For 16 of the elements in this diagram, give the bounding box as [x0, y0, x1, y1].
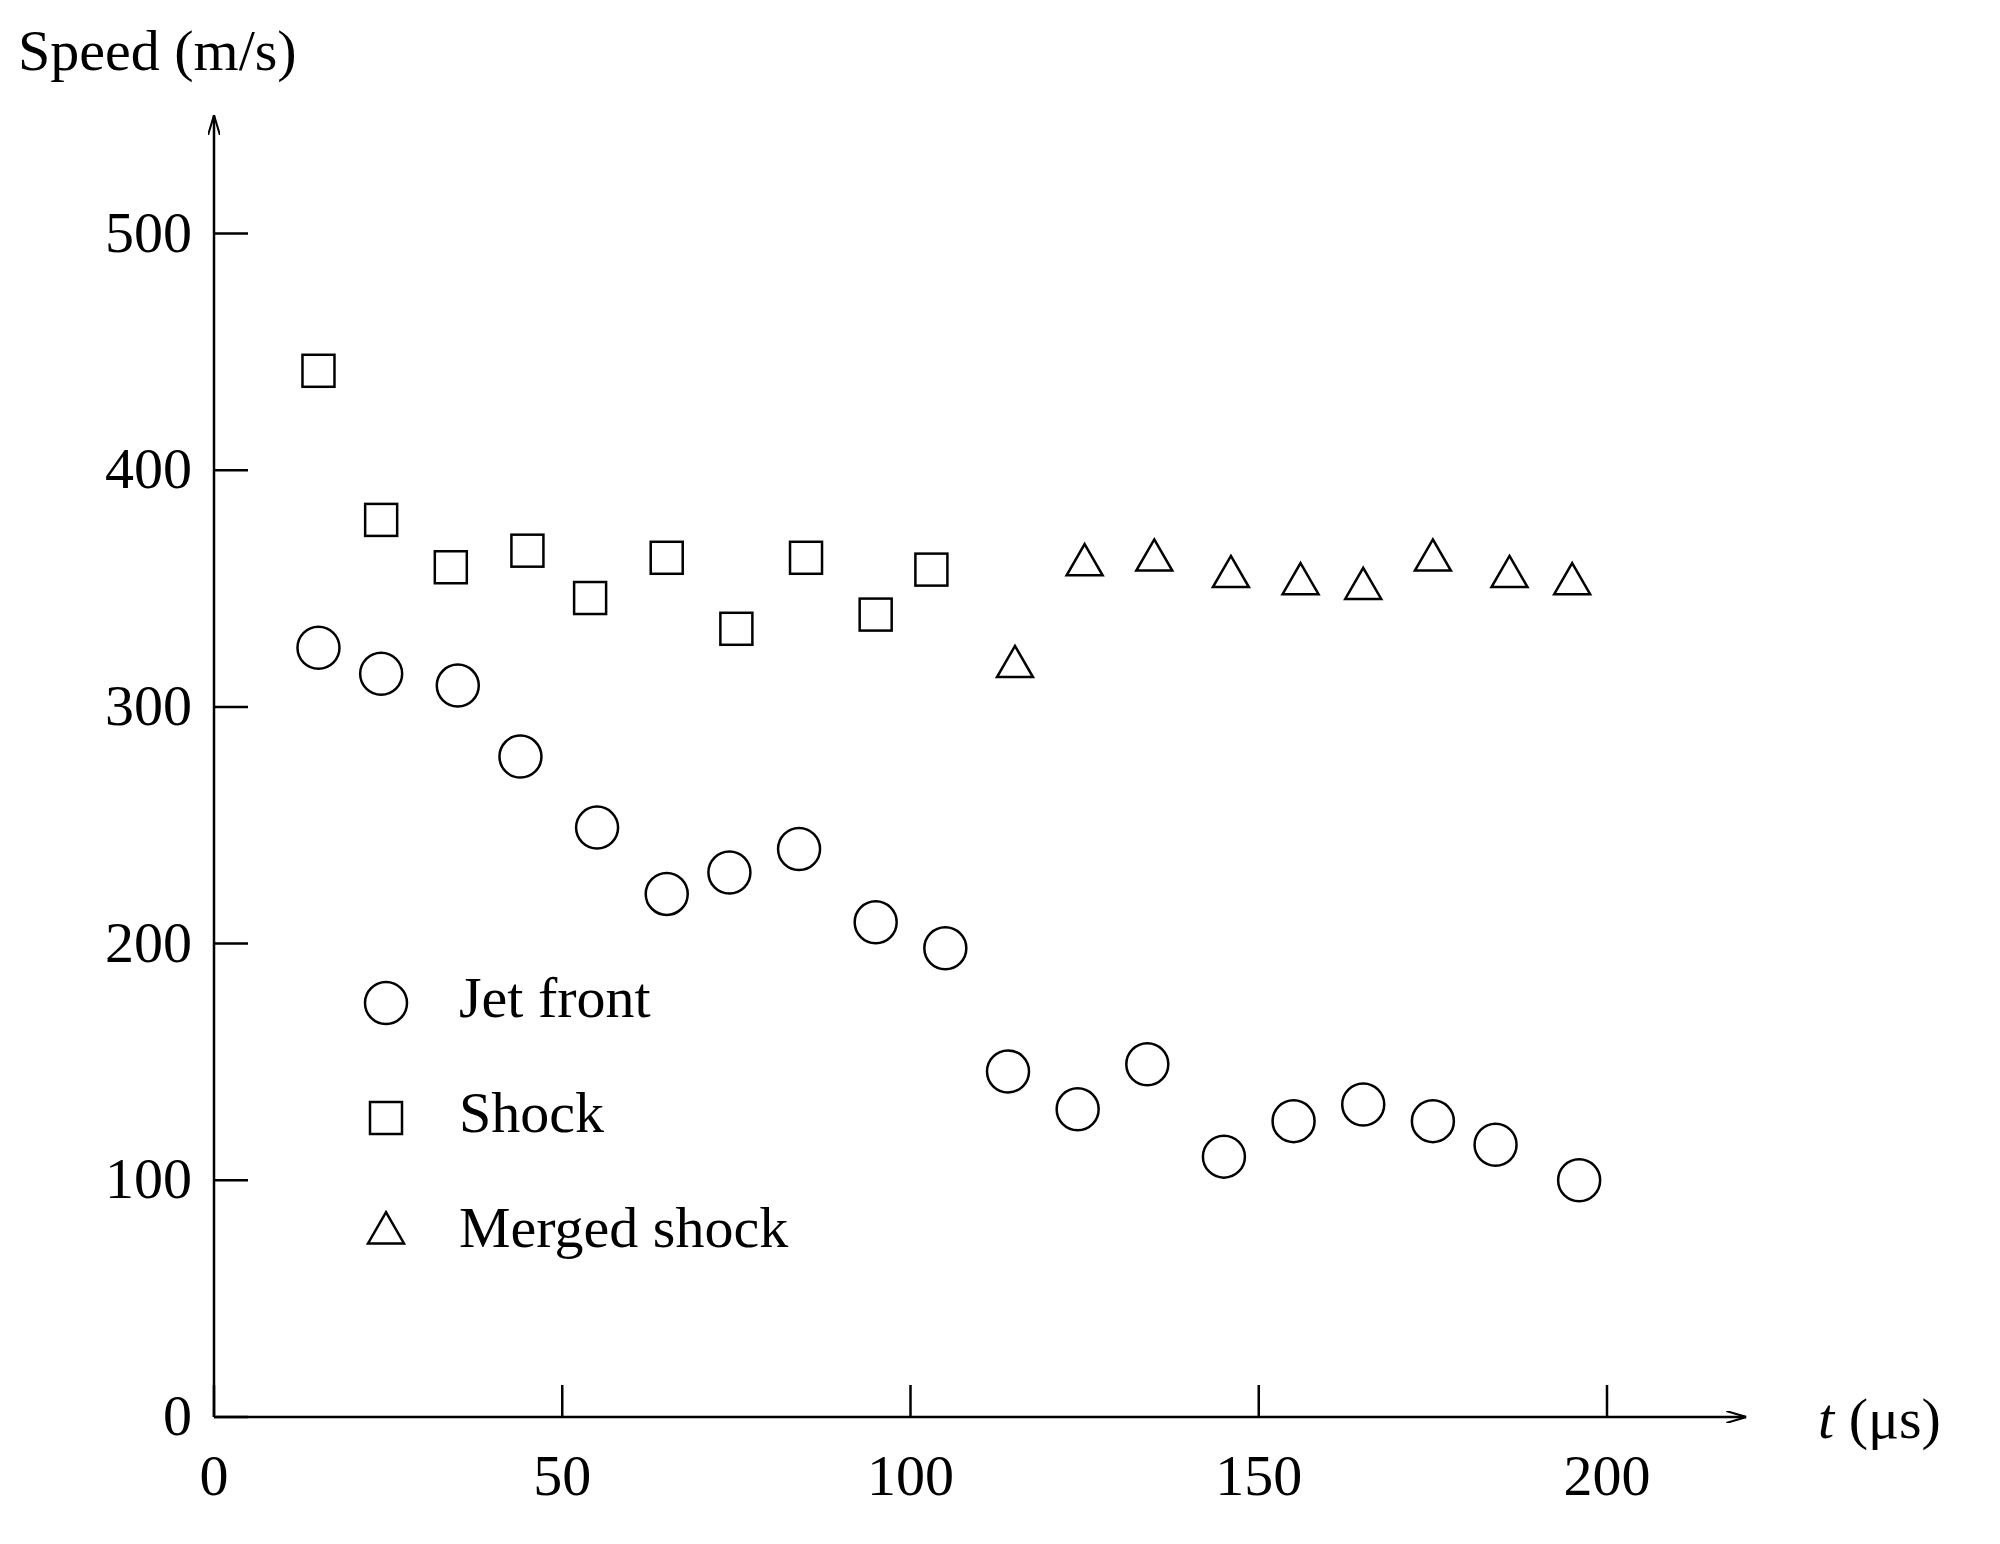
tick-label: 400 — [105, 440, 192, 499]
legend-label: Merged shock — [459, 1199, 789, 1257]
tick-label: 100 — [867, 1447, 954, 1505]
tick-label: 0 — [163, 1387, 192, 1445]
y-axis-title: Speed (m/s) — [18, 22, 297, 80]
tick-label: 0 — [199, 1447, 229, 1505]
x-axis-title: t (μs) — [1818, 1390, 1941, 1448]
tick-label: 300 — [105, 676, 192, 735]
legend-label: Shock — [459, 1084, 604, 1142]
tick-label: 150 — [1215, 1447, 1303, 1505]
tick-label: 100 — [105, 1150, 192, 1209]
tick-label: 50 — [533, 1447, 592, 1505]
tick-label: 200 — [105, 913, 192, 972]
tick-label: 200 — [1563, 1447, 1651, 1505]
legend-label: Jet front — [459, 969, 651, 1027]
tick-label: 500 — [105, 203, 192, 262]
